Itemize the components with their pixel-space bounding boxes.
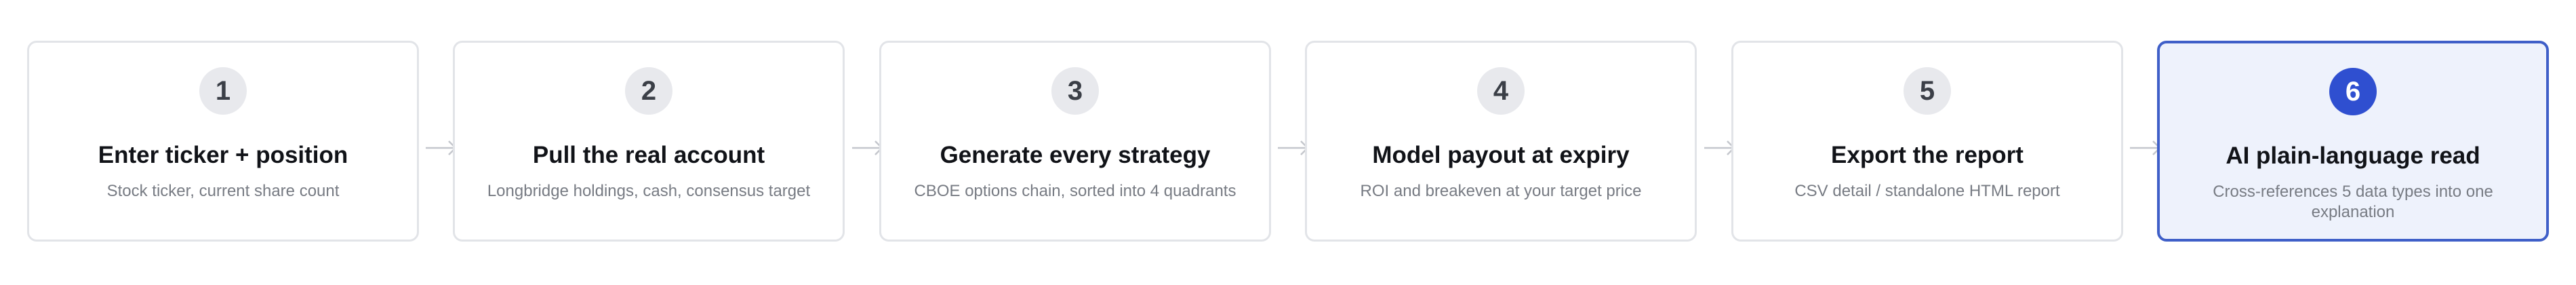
step-description: CBOE options chain, sorted into 4 quadra… xyxy=(914,182,1236,200)
step-title: Export the report xyxy=(1831,142,2024,168)
step-number-badge: 6 xyxy=(2329,68,2377,115)
step-title: Pull the real account xyxy=(532,142,765,168)
step-card-4: 4 Model payout at expiry ROI and breakev… xyxy=(1305,41,1697,242)
step-card-6: 6 AI plain-language read Cross-reference… xyxy=(2157,41,2549,242)
step-number-badge: 5 xyxy=(1904,67,1951,115)
step-description: CSV detail / standalone HTML report xyxy=(1794,182,2060,200)
step-description: Stock ticker, current share count xyxy=(106,182,340,200)
step-title: AI plain-language read xyxy=(2226,142,2480,169)
step-card-2: 2 Pull the real account Longbridge holdi… xyxy=(453,41,845,242)
step-description: Cross-references 5 data types into one e… xyxy=(2213,183,2493,221)
step-number-badge: 4 xyxy=(1477,67,1525,115)
step-title: Enter ticker + position xyxy=(98,142,348,168)
step-number-badge: 2 xyxy=(625,67,672,115)
step-title: Model payout at expiry xyxy=(1372,142,1630,168)
step-number-badge: 3 xyxy=(1051,67,1099,115)
step-description: Longbridge holdings, cash, consensus tar… xyxy=(487,182,811,200)
step-card-5: 5 Export the report CSV detail / standal… xyxy=(1731,41,2123,242)
step-title: Generate every strategy xyxy=(940,142,1211,168)
step-card-3: 3 Generate every strategy CBOE options c… xyxy=(879,41,1271,242)
step-number-badge: 1 xyxy=(199,67,247,115)
step-description: ROI and breakeven at your target price xyxy=(1360,182,1642,200)
step-card-1: 1 Enter ticker + position Stock ticker, … xyxy=(27,41,419,242)
